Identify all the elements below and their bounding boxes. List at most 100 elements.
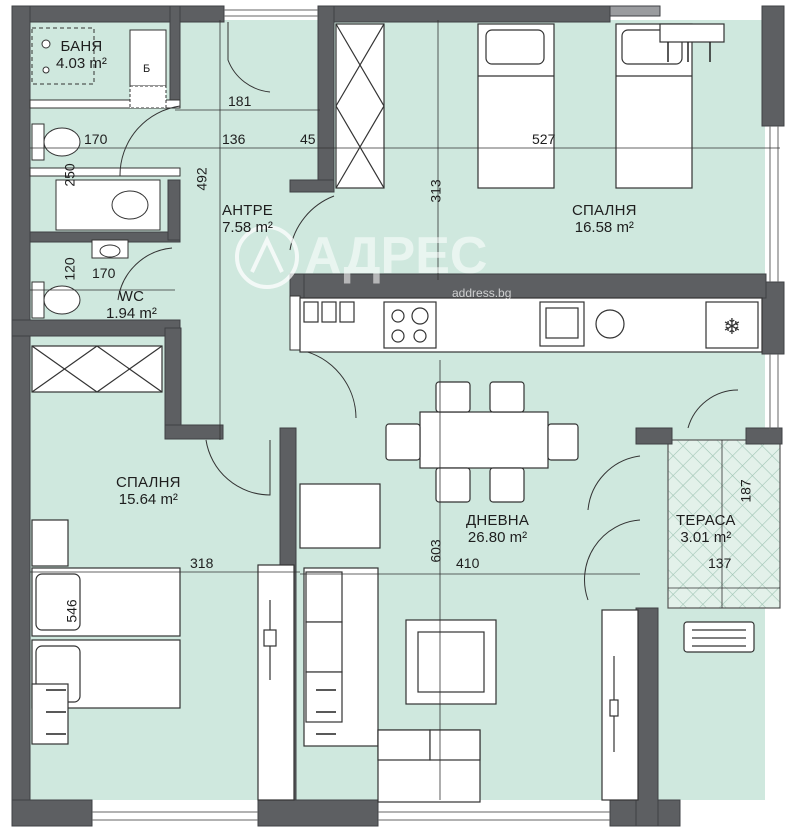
wardrobe-top	[335, 23, 385, 189]
room-bath: БАНЯ 4.03 m²	[56, 38, 107, 73]
bedroom-top-furniture	[335, 23, 725, 189]
wall-left	[11, 5, 31, 827]
toilet-bowl-upper	[43, 127, 81, 157]
room-bedroom-left-name: СПАЛНЯ	[116, 474, 181, 491]
terrace-border	[667, 439, 781, 609]
wall-hall-jog	[289, 179, 335, 193]
wall-terrace-left	[635, 607, 659, 827]
dining-table	[419, 411, 549, 469]
nightstand-left	[31, 683, 69, 745]
toilet-tank-wc	[31, 281, 45, 319]
tv-left-stand	[257, 564, 295, 801]
room-hall-name: АНТРЕ	[222, 202, 274, 219]
terrace-hatch	[668, 440, 780, 608]
wall-terrace-right-top	[745, 427, 783, 445]
cooktop	[383, 301, 437, 349]
door-terrace-b	[584, 519, 641, 601]
room-bath-area: 4.03 m²	[56, 55, 107, 73]
door-balcony	[687, 389, 739, 429]
bed-top-1-pillow	[485, 29, 545, 65]
coffee-table	[405, 619, 497, 705]
dim-136: 136	[222, 131, 246, 147]
door-entrance	[227, 22, 271, 93]
bath-fixtures	[31, 27, 167, 109]
tv-stand	[601, 609, 639, 801]
room-bedroom-left-area: 15.64 m²	[118, 491, 178, 509]
dim-187: 187	[737, 479, 754, 503]
room-living-area: 26.80 m²	[467, 529, 528, 547]
wall-right-top	[761, 5, 785, 127]
wall-util-2	[29, 167, 181, 177]
toilet-fixtures	[31, 123, 161, 319]
dim-318: 318	[190, 555, 214, 571]
room-terrace-name: ТЕРАСА	[676, 512, 736, 529]
nightstand	[659, 23, 725, 43]
dimension-lines	[30, 20, 780, 800]
dim-137: 137	[708, 555, 732, 571]
wall-util-1	[29, 99, 181, 109]
bedroom-left-arrows	[46, 689, 336, 735]
cabinet-c	[339, 301, 355, 323]
cabinet-b	[321, 301, 337, 323]
dim-250: 250	[61, 163, 78, 187]
room-terrace: ТЕРАСА 3.01 m²	[676, 512, 736, 547]
room-hall-area: 7.58 m²	[222, 219, 273, 237]
wall-bottom-mid	[257, 799, 379, 827]
room-bath-name: БАНЯ	[60, 38, 103, 55]
wall-top-right	[317, 5, 611, 23]
room-living-name: ДНЕВНА	[466, 512, 530, 529]
walls	[11, 5, 785, 827]
dim-603: 603	[427, 539, 444, 563]
watermark-logo-icon	[235, 225, 299, 289]
wall-top-stub	[609, 5, 661, 17]
door-bath	[119, 105, 181, 177]
room-bedroom-top: СПАЛНЯ 16.58 m²	[572, 202, 637, 237]
desk-left	[31, 519, 69, 567]
dim-527: 527	[532, 131, 556, 147]
door-terrace-a	[587, 455, 641, 511]
snowflake-icon: ❄	[723, 315, 741, 340]
bed-left-1-pillow	[35, 573, 81, 631]
cabinet-a	[303, 301, 319, 323]
kitchen-furniture: ❄	[299, 297, 763, 353]
room-terrace-area: 3.01 m²	[680, 529, 732, 547]
watermark-site: address.bg	[452, 286, 512, 300]
room-bedroom-top-name: СПАЛНЯ	[572, 202, 637, 219]
wall-hall-right-upper	[317, 5, 335, 193]
wall-bedleft-jog	[164, 424, 224, 440]
sink-small-bowl	[99, 244, 121, 258]
toilet-tank-upper	[31, 123, 45, 161]
room-wc-name: WC	[118, 288, 145, 305]
room-bedroom-left: СПАЛНЯ 15.64 m²	[116, 474, 181, 509]
wall-top-left	[11, 5, 225, 23]
door-bedroom-left	[205, 439, 271, 496]
toilet-bowl-wc	[43, 285, 81, 315]
room-hall: АНТРЕ 7.58 m²	[222, 202, 273, 237]
room-living: ДНЕВНА 26.80 m²	[466, 512, 529, 547]
dim-45: 45	[300, 131, 316, 147]
wall-bottom-left	[11, 799, 93, 827]
dining-furniture	[385, 381, 579, 503]
dim-120: 120	[61, 257, 78, 281]
bathtub	[31, 27, 95, 85]
washer	[129, 85, 167, 109]
dim-410: 410	[456, 555, 480, 571]
dim-546: 546	[63, 599, 80, 623]
boiler	[129, 29, 167, 87]
sink-basin	[111, 190, 149, 220]
dim-170-wc: 170	[92, 265, 116, 281]
wall-bath-right	[169, 5, 181, 107]
kitchen-counter	[299, 297, 763, 353]
wall-bedleft-right-a	[164, 327, 182, 439]
room-bedroom-top-area: 16.58 m²	[574, 219, 634, 237]
fridge	[705, 301, 759, 349]
boiler-mark: Б	[143, 63, 151, 75]
windows	[92, 9, 779, 821]
door-wc	[117, 247, 173, 301]
dishwasher	[595, 309, 625, 339]
bedroom-top-arrows	[667, 42, 711, 62]
dim-313: 313	[427, 179, 444, 203]
ac-unit	[683, 621, 755, 653]
dim-492: 492	[193, 167, 210, 191]
